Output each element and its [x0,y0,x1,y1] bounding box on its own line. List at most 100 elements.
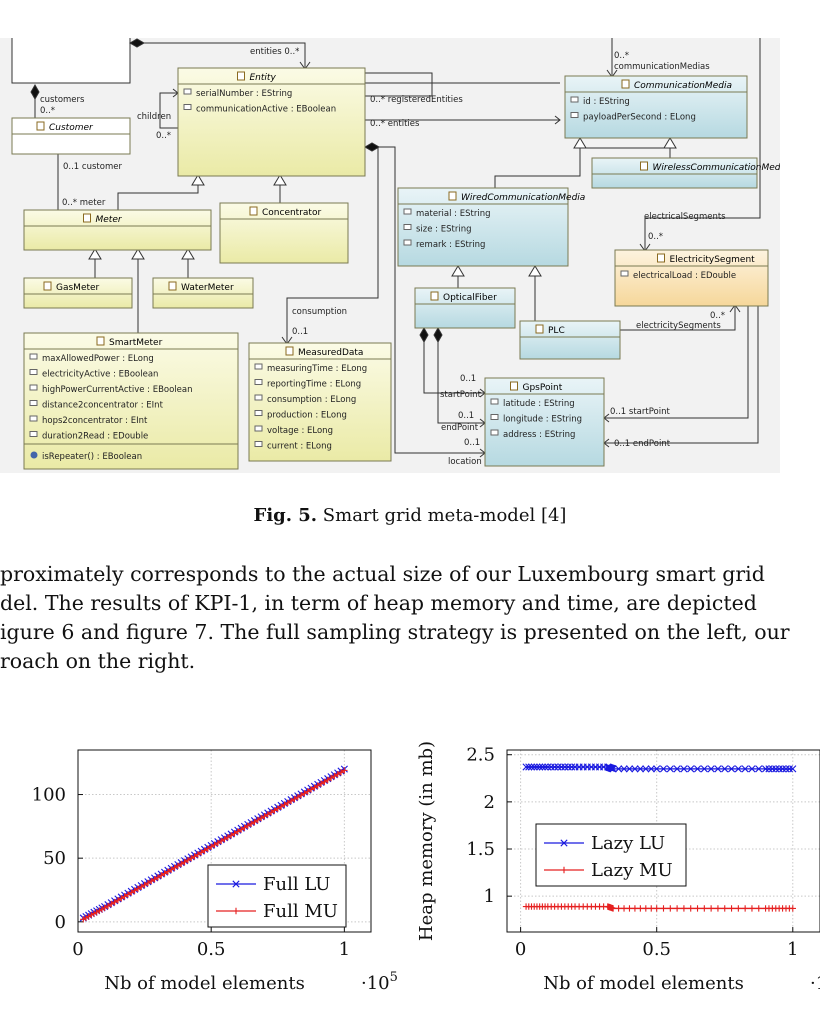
data-point [748,905,756,912]
attribute-icon [29,369,38,375]
class-attribute: distance2concentrator : EInt [42,401,164,411]
edge-label: 0..* [710,311,725,321]
attribute-icon [29,353,38,360]
data-point [188,854,195,862]
class-attribute: measuringTime : ELong [267,364,367,374]
data-point [111,898,118,906]
class-attribute: communicationActive : EBoolean [196,105,336,115]
data-point [314,782,321,789]
data-point [307,786,315,793]
class-name: Entity [250,73,277,83]
attribute-icon [254,441,263,447]
legend-box [535,823,687,887]
class-attribute: serialNumber : EString [196,89,292,99]
data-point [693,765,702,773]
edge-label: location [448,457,482,467]
attribute-icon [490,429,499,436]
class-name: WirelessCommunicationMedia [653,163,781,173]
data-point [653,905,660,912]
class-gasmeter: GasMeter [23,277,133,309]
data-point [181,858,188,866]
legend-label: Full LU [263,874,330,895]
data-point [734,765,742,773]
class-name: MeasuredData [298,348,363,358]
figure-caption-text: Smart grid meta-model [4] [317,505,567,526]
data-point [748,765,756,773]
class-attribute: longitude : EString [503,415,582,425]
data-point [261,812,268,820]
data-point [778,765,787,773]
uml-class-diagram: Entity serialNumber : EString communicatio… [0,38,780,473]
figure-caption: Fig. 5. Smart grid meta-model [4] [0,505,820,526]
attribute-icon [403,239,412,246]
data-point [707,905,715,912]
body-line: proximately corresponds to the actual si… [0,562,765,586]
data-point [207,843,215,850]
operation-icon [30,451,38,459]
data-point [615,765,623,773]
body-line: roach on the right. [0,649,196,673]
data-point [108,900,115,908]
data-point [118,895,125,902]
x-tick-label: 1 [787,939,798,960]
x-tick-label: 0 [72,939,83,960]
data-point [775,765,783,773]
x-axis-label: Nb of model elements [104,973,305,994]
legend-box [207,864,347,928]
attribute-icon [29,400,38,406]
data-point [267,809,275,816]
data-point [144,879,152,887]
class-icon [430,291,439,301]
data-point [620,765,628,773]
data-point [254,816,261,824]
edge-label: endPoint [441,423,479,433]
data-point [184,856,192,864]
data-point [721,905,728,912]
class-name: Concentrator [262,208,321,218]
class-name: WiredCommunicationMedia [461,193,585,203]
data-point [701,905,708,912]
class-optical: OpticalFiber [414,287,516,329]
data-point [620,905,628,912]
data-point [673,905,681,912]
data-point [714,765,722,773]
class-attribute: consumption : ELong [267,395,356,405]
data-point [522,763,530,771]
class-icon [249,206,258,216]
legend-entry: Full LU [216,874,330,895]
data-point [609,905,617,912]
x-axis-scale-exponent: 5 [390,970,398,985]
data-point [541,763,549,771]
data-point [673,765,681,773]
legend-label: Lazy MU [591,860,673,881]
data-point [707,765,715,773]
class-attribute: reportingTime : ELong [267,380,361,390]
edge-label: 0..* [648,232,663,242]
data-point [161,870,168,877]
data-point [533,763,541,771]
data-point [277,803,285,810]
data-point [284,799,291,807]
data-point [728,905,735,912]
class-name: Customer [49,123,94,133]
edge-label: 0..1 [292,327,308,337]
data-point [134,885,142,892]
attribute-icon [490,414,499,420]
edge-label: entities 0..* [250,47,299,57]
class-icon [83,213,91,223]
data-point [772,765,780,773]
data-point [247,820,255,828]
data-point [647,765,655,773]
data-point [741,765,749,773]
data-point [551,763,559,771]
body-line: del. The results of KPI-1, in term of he… [0,591,757,615]
x-axis-label: Nb of model elements [543,973,744,994]
class-concentrator: Concentrator [219,202,349,264]
edge-label: 0..* [156,131,171,141]
data-point [291,795,298,803]
data-point [755,765,763,773]
